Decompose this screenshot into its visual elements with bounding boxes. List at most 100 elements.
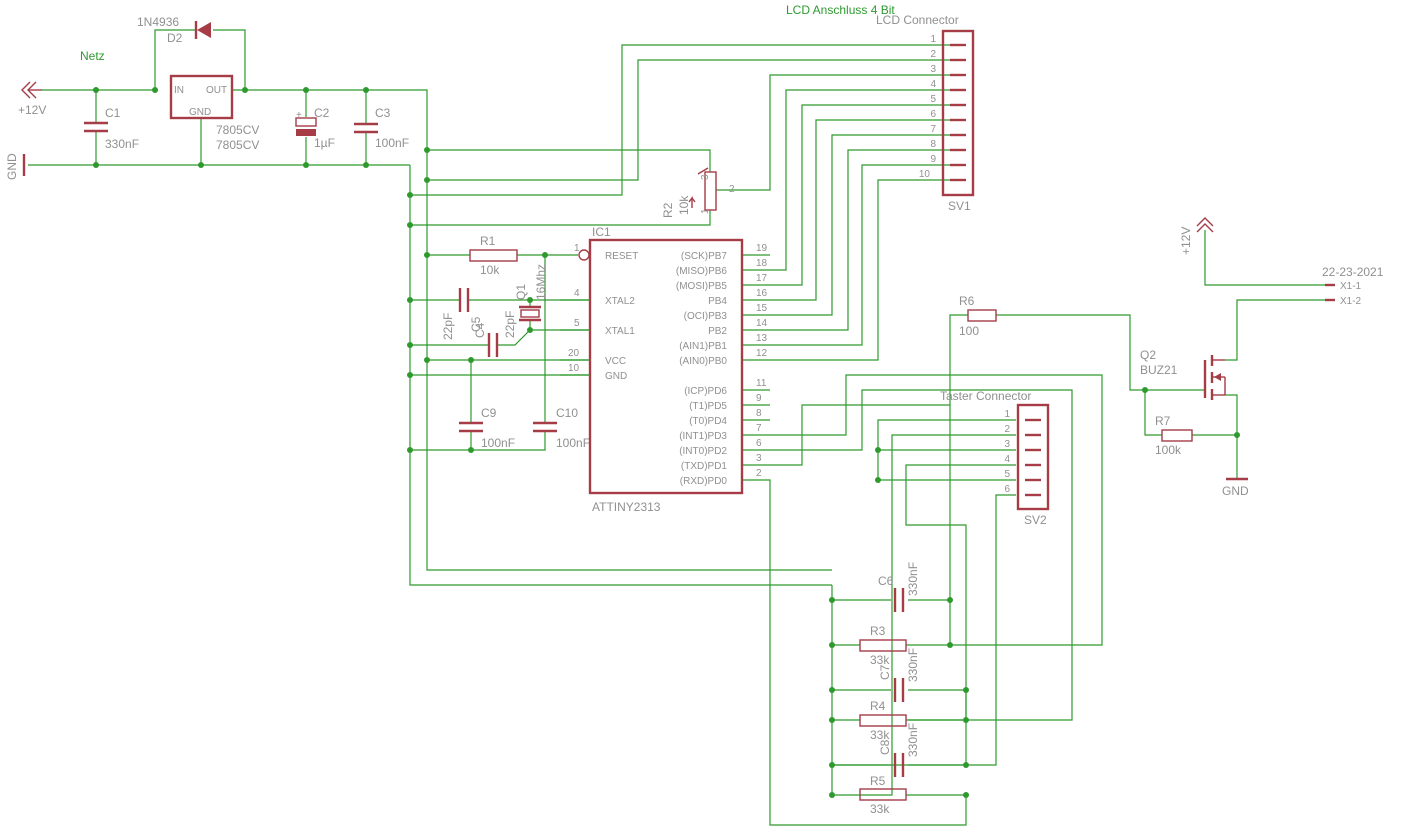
ic1-pin-number: 7: [756, 423, 762, 434]
ic1-pin-label: (TXD)PD1: [681, 461, 728, 472]
r3-value: 33k: [870, 653, 890, 667]
capacitor-c4: [458, 288, 470, 312]
r1-name: R1: [480, 234, 496, 248]
c4-name: C4: [473, 322, 487, 338]
reg-gnd: GND: [189, 107, 211, 118]
r6-name: R6: [959, 294, 975, 308]
c6-value: 330nF: [906, 562, 920, 596]
ic1-pin-number: 18: [756, 258, 768, 269]
vbuz-label: +12V: [1179, 227, 1193, 255]
capacitor-c10: [533, 421, 557, 433]
c3-name: C3: [375, 106, 391, 120]
reg-out: OUT: [206, 85, 227, 96]
sv1-pin-number: 5: [930, 94, 936, 105]
sv1-name: SV1: [948, 199, 971, 213]
c8-name: C8: [878, 739, 892, 755]
sv1-pin-number: 2: [930, 49, 936, 60]
capacitor-c3: [354, 122, 378, 134]
ic1-pin-label: (MOSI)PB5: [676, 281, 728, 292]
x1-pin1-label: X1-1: [1340, 281, 1362, 292]
regulator-7805: [169, 74, 234, 120]
x1-pin2-label: X1-2: [1340, 296, 1362, 307]
ic1-pin-label: GND: [605, 371, 627, 382]
reg-in: IN: [174, 85, 184, 96]
sv1-title: LCD Connector: [876, 13, 959, 27]
r2-value: 10k: [677, 195, 691, 215]
q1-name: Q1: [514, 284, 528, 300]
resistor-r1: [469, 249, 518, 262]
vin-label: +12V: [18, 103, 46, 117]
resistor-r3: [859, 639, 907, 652]
c9-name: C9: [481, 406, 497, 420]
ic1-right-pins: 19(SCK)PB718(MISO)PB617(MOSI)PB516PB415(…: [676, 243, 768, 487]
terminal-x1: [1325, 283, 1335, 302]
ic1-pin-number: 19: [756, 243, 768, 254]
ic1-pin-number: 14: [756, 318, 768, 329]
sv1-pin-number: 9: [930, 154, 936, 165]
q1-value: 16Mhz: [534, 264, 548, 300]
c2-name: C2: [314, 106, 330, 120]
c6-name: C6: [878, 574, 894, 588]
d2-name: D2: [167, 31, 183, 45]
junctions: [93, 87, 1240, 798]
ic1-pin-label: XTAL1: [605, 326, 635, 337]
mosfet-q2: [1203, 355, 1226, 400]
sv1-pin-number: 4: [930, 79, 936, 90]
sv1-pin-number: 1: [930, 34, 936, 45]
resistor-r4: [859, 714, 907, 727]
pot-pin3: 3: [700, 174, 711, 180]
diode-d2: [194, 21, 211, 39]
r2-name: R2: [661, 202, 675, 218]
r6-value: 100: [959, 324, 979, 338]
capacitor-c2: +: [295, 110, 317, 136]
ic1-pin-number: 20: [568, 348, 580, 359]
capacitor-c7: [893, 678, 905, 702]
ic1-pin-label: (INT0)PD2: [679, 446, 727, 457]
capacitor-c8: [893, 753, 905, 777]
c10-value: 100nF: [556, 436, 590, 450]
c10-name: C10: [556, 406, 578, 420]
c3-value: 100nF: [375, 136, 409, 150]
netz-label: Netz: [80, 49, 105, 63]
reg-value-2: 7805CV: [216, 138, 259, 152]
c8-value: 330nF: [906, 723, 920, 757]
c5-name: C5: [469, 316, 483, 332]
ic1-pin-number: 6: [756, 438, 762, 449]
r4-name: R4: [870, 699, 886, 713]
ic1-pin-label: (T0)PD4: [689, 416, 727, 427]
r1-value: 10k: [480, 263, 500, 277]
ic1-pin-label: (AIN1)PB1: [679, 341, 727, 352]
ic1-pin-label: (OCI)PB3: [684, 311, 728, 322]
r3-name: R3: [870, 624, 886, 638]
vbuz-supply-symbol: [1196, 217, 1214, 233]
potentiometer-r2: [688, 167, 717, 211]
gnd-label-left: GND: [5, 153, 19, 180]
sv1-pin-number: 10: [919, 169, 931, 180]
ic1-pin-label: (RXD)PD0: [680, 476, 728, 487]
ic1-pin-number: 5: [574, 318, 580, 329]
r7-name: R7: [1155, 414, 1171, 428]
ic1-pin-number: 8: [756, 408, 762, 419]
sv2-title: Taster Connector: [940, 389, 1031, 403]
ic1-pin-number: 17: [756, 273, 768, 284]
ic1-pin-label: PB4: [708, 296, 727, 307]
r5-value: 33k: [870, 802, 890, 816]
ic1-pin-number: 15: [756, 303, 768, 314]
c5-value: 22pF: [503, 311, 517, 338]
c4-value: 22pF: [441, 313, 455, 340]
sv2-pin-number: 6: [1004, 484, 1010, 495]
ic1-name: IC1: [592, 225, 611, 239]
c1-value: 330nF: [105, 137, 139, 151]
capacitor-c9: [459, 421, 483, 433]
resistor-r6: [967, 309, 997, 322]
d2-value: 1N4936: [137, 15, 179, 29]
capacitor-c5: [487, 333, 499, 357]
pot-pin1: 1: [700, 208, 711, 214]
pot-pin2: 2: [729, 184, 735, 195]
c2-value: 1µF: [314, 136, 335, 150]
capacitor-c6: [893, 588, 905, 612]
ic1-pin-label: XTAL2: [605, 296, 635, 307]
